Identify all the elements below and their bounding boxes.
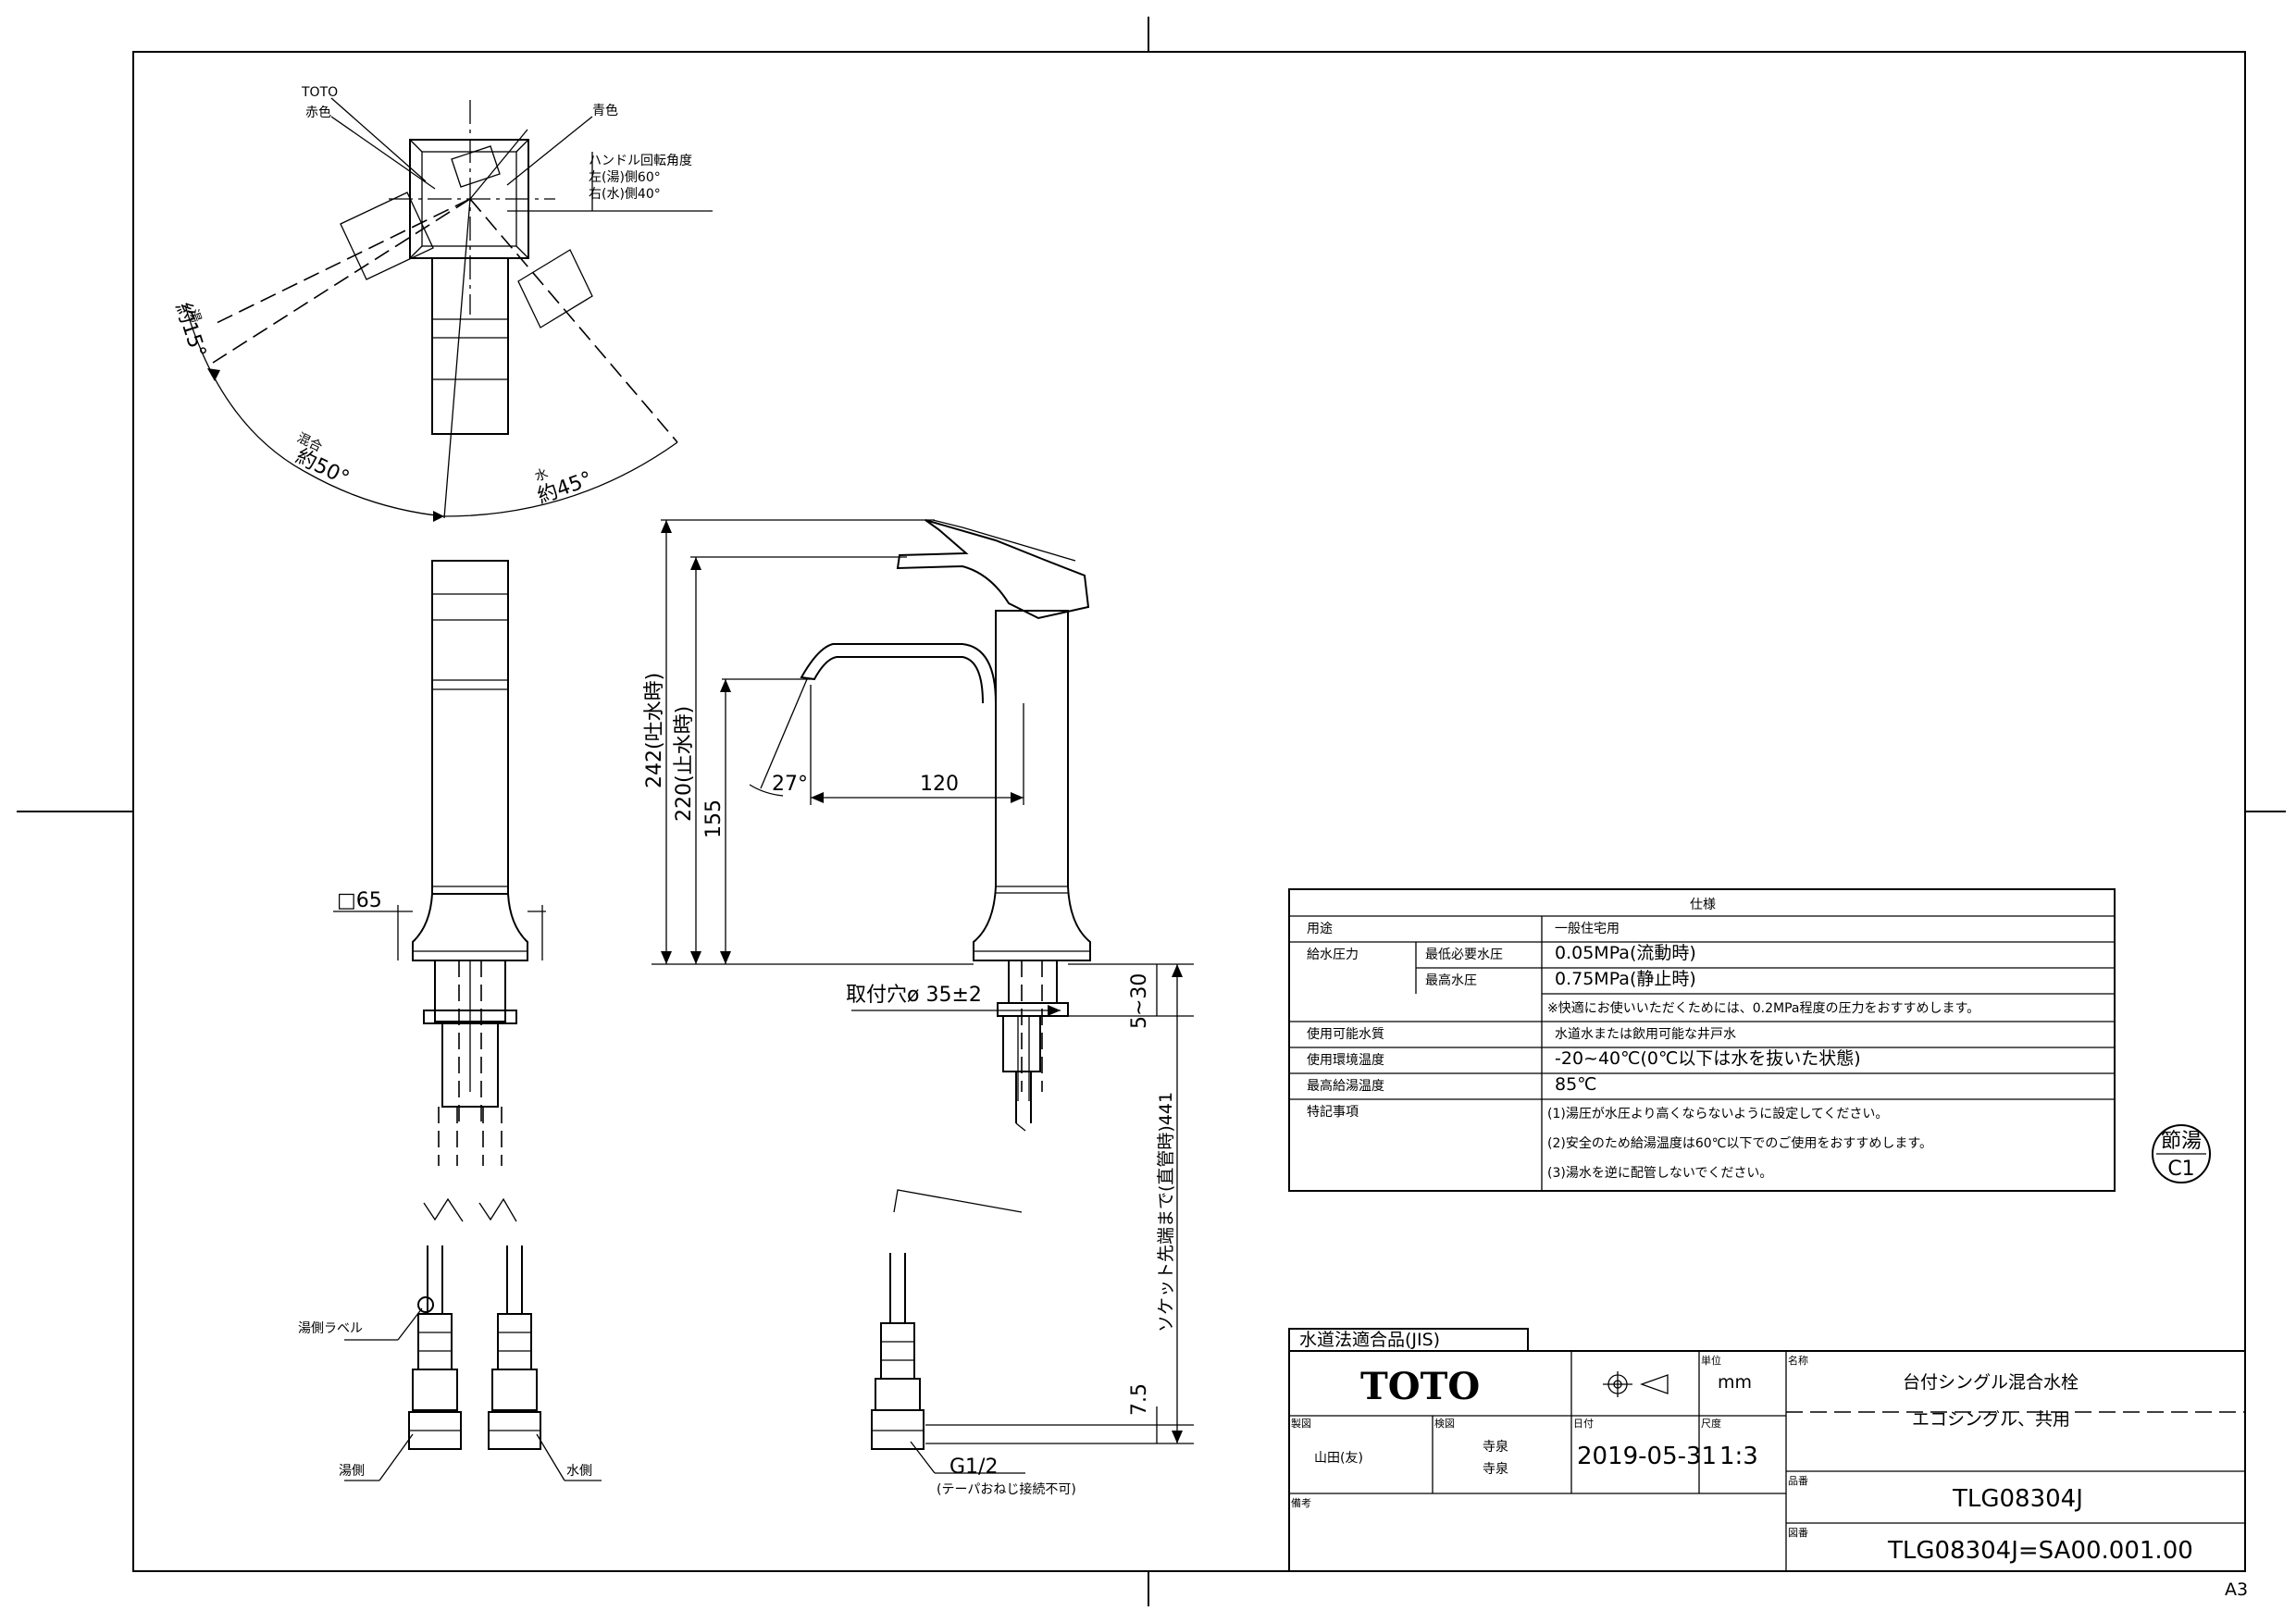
- toto-logo: TOTO: [1360, 1365, 1480, 1408]
- spec-row-note: ※快適にお使いいただくためには、0.2MPa程度の圧力をおすすめします。: [1547, 1000, 1980, 1016]
- spec-row-label: 使用環境温度: [1307, 1052, 1384, 1068]
- handle-rotation-left: 左(湯)側60°: [589, 169, 661, 185]
- certification-label: 水道法適合品(JIS): [1299, 1330, 1440, 1350]
- mix-angle-value: 約50°: [292, 445, 353, 490]
- dim-7-5-label: 7.5: [1128, 1383, 1151, 1416]
- date-label: 日付: [1573, 1418, 1594, 1430]
- water-saving-stamp: [2152, 1124, 2211, 1183]
- spec-row-label: 特記事項: [1307, 1104, 1359, 1120]
- stamp-line-1: 節湯: [2161, 1130, 2202, 1153]
- product-name: 台付シングル混合水栓: [1903, 1372, 2079, 1393]
- name-label: 名称: [1788, 1354, 1808, 1367]
- spec-row-label: 給水圧力: [1307, 948, 1359, 962]
- spec-row-value: 一般住宅用: [1555, 922, 1620, 936]
- dim-441-label: ソケット先端まで(直管時)441: [1156, 1092, 1176, 1332]
- red-handle-label: 赤色: [305, 105, 331, 120]
- hot-side-label: 湯側: [339, 1463, 365, 1479]
- spout-angle-label: 27°: [772, 773, 808, 796]
- stamp-line-2: C1: [2167, 1158, 2194, 1181]
- thread-note: (テーパおねじ接続不可): [937, 1481, 1076, 1497]
- front-view: [333, 560, 602, 1481]
- model-number: TLG08304J: [1952, 1485, 2083, 1513]
- checker-1: 寺泉: [1483, 1439, 1508, 1455]
- dim-120-label: 120: [920, 773, 959, 796]
- hot-angle-label: 湯: [185, 307, 204, 325]
- spec-row-label: 使用可能水質: [1307, 1026, 1384, 1042]
- side-view: [652, 519, 1194, 1474]
- spec-row-value: (2)安全のため給湯温度は60℃以下でのご使用をおすすめします。: [1547, 1135, 1932, 1151]
- drawing-number-label: 図番: [1788, 1527, 1808, 1539]
- cold-side-label: 水側: [566, 1464, 592, 1479]
- spec-row-value: 85℃: [1555, 1074, 1597, 1095]
- scale-label: 尺度: [1701, 1417, 1721, 1430]
- spec-title: 仕様: [1690, 898, 1716, 912]
- title-block: [1288, 1328, 2246, 1572]
- cold-angle-label: 水: [533, 466, 551, 485]
- spec-row-value: -20~40℃(0℃以下は水を抜いた状態): [1555, 1048, 1861, 1069]
- thread-label: G1/2: [949, 1456, 998, 1479]
- top-view: [184, 97, 713, 522]
- spec-row-label: 最高給湯温度: [1307, 1078, 1384, 1094]
- drawing-number: TLG08304J=SA00.001.00: [1887, 1537, 2193, 1565]
- dim-220-label: 220(止水時): [673, 706, 696, 822]
- drawing-frame: [17, 17, 2286, 1606]
- sheet-size-label: A3: [2225, 1580, 2248, 1600]
- blue-handle-label: 青色: [592, 103, 618, 118]
- designer-name: 山田(友): [1314, 1451, 1363, 1466]
- spec-row-value: 0.75MPa(静止時): [1555, 969, 1696, 989]
- drawing-date: 2019-05-31: [1577, 1443, 1717, 1470]
- handle-rotation-title: ハンドル回転角度: [589, 154, 692, 168]
- dim-5-30-label: 5~30: [1128, 973, 1151, 1029]
- spec-row-value: (1)湯圧が水圧より高くならないように設定してください。: [1547, 1106, 1888, 1121]
- spec-row-value: 0.05MPa(流動時): [1555, 943, 1696, 963]
- spec-row-sublabel: 最低必要水圧: [1425, 948, 1503, 962]
- spec-table: [1288, 888, 2116, 1192]
- unit-label: 単位: [1701, 1354, 1721, 1367]
- spec-row-value: (3)湯水を逆に配管しないでください。: [1547, 1165, 1772, 1181]
- drawing-scale: 1:3: [1719, 1443, 1758, 1470]
- base-size-label: □65: [337, 889, 382, 912]
- design-label: 製図: [1291, 1417, 1311, 1430]
- product-subname: エコシングル、共用: [1912, 1409, 2070, 1430]
- hot-label-tag: 湯側ラベル: [298, 1320, 363, 1336]
- brand-label: TOTO: [301, 85, 338, 100]
- spec-row-label: 用途: [1307, 921, 1333, 936]
- checker-2: 寺泉: [1483, 1461, 1508, 1477]
- spec-row-sublabel: 最高水圧: [1425, 973, 1477, 988]
- unit-value: mm: [1718, 1372, 1752, 1393]
- model-label: 品番: [1788, 1475, 1808, 1487]
- hot-angle-value: 約15°: [170, 300, 210, 361]
- revision-label: 備考: [1291, 1497, 1311, 1509]
- check-label: 検図: [1434, 1417, 1455, 1430]
- dim-155-label: 155: [702, 799, 726, 838]
- dim-242-label: 242(吐水時): [643, 673, 666, 788]
- handle-rotation-right: 右(水)側40°: [589, 187, 661, 202]
- spec-row-value: 水道水または飲用可能な井戸水: [1555, 1027, 1736, 1042]
- mount-hole-label: 取付穴ø 35±2: [846, 984, 982, 1007]
